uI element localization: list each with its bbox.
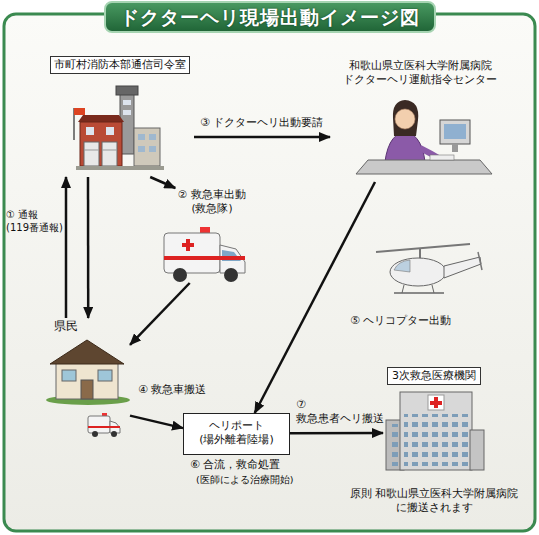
flow-arrow [255, 182, 375, 413]
node-text: 県民 [54, 319, 94, 335]
node-text: 原則 和歌山県立医科大学附属病院 に搬送されます [343, 487, 525, 516]
flow-arrow [130, 416, 183, 429]
diagram-title: ドクターヘリ現場出動イメージ図 [105, 3, 435, 31]
fire-station [74, 86, 164, 170]
edge-label: ⑦ 救急患者ヘリ搬送 [296, 398, 396, 427]
edge-label: ④ 救急車搬送 [138, 383, 228, 397]
flow-arrow [150, 177, 175, 188]
node-text: ヘリポート (場外離着陸場) [184, 419, 289, 448]
flow-arrow [130, 283, 190, 345]
heading-label: 市町村消防本部通信司令室 [50, 56, 190, 74]
fire-hq-node: 市町村消防本部通信司令室 [48, 55, 194, 177]
flow-arrow [194, 136, 330, 139]
flow-arrow [290, 432, 383, 435]
hospital-illustration [386, 392, 484, 470]
flow-arrow [87, 177, 90, 318]
step-label: ⑥ 合流，救命処置 [190, 458, 300, 472]
house-illustration [46, 340, 130, 405]
frame [4, 14, 535, 531]
heliport-box: ヘリポート (場外離着陸場) [183, 413, 290, 455]
title-tab [105, 2, 435, 32]
hospital-node: 3次救急医療機関原則 和歌山県立医科大学附属病院 に搬送されます [383, 366, 485, 474]
note-text: (医師による治療開始) [196, 474, 306, 486]
ambulance-node: ② 救急車出動 (救急隊) [160, 188, 250, 283]
heading-label: 3次救急医療機関 [387, 367, 481, 385]
citizen-node: 県民 [48, 318, 130, 440]
step-label: ⑤ ヘリコプター出動 [350, 314, 470, 328]
edge-label: ③ ドクターヘリ出動要請 [200, 116, 350, 130]
ambulance-illustration [164, 227, 245, 282]
flow-arrow [65, 177, 68, 318]
small-ambulance [88, 413, 120, 437]
node-text: ② 救急車出動 (救急隊) [172, 188, 252, 215]
helicopter-illustration [376, 244, 482, 293]
edge-label: ① 通報 (119番通報) [6, 208, 64, 234]
node-text: 和歌山県立医科大学附属病院 ドクターヘリ運航指令センター [330, 59, 510, 88]
operator-illustration [356, 100, 492, 174]
dispatch-center-node: 和歌山県立医科大学附属病院 ドクターヘリ運航指令センター [330, 57, 510, 182]
